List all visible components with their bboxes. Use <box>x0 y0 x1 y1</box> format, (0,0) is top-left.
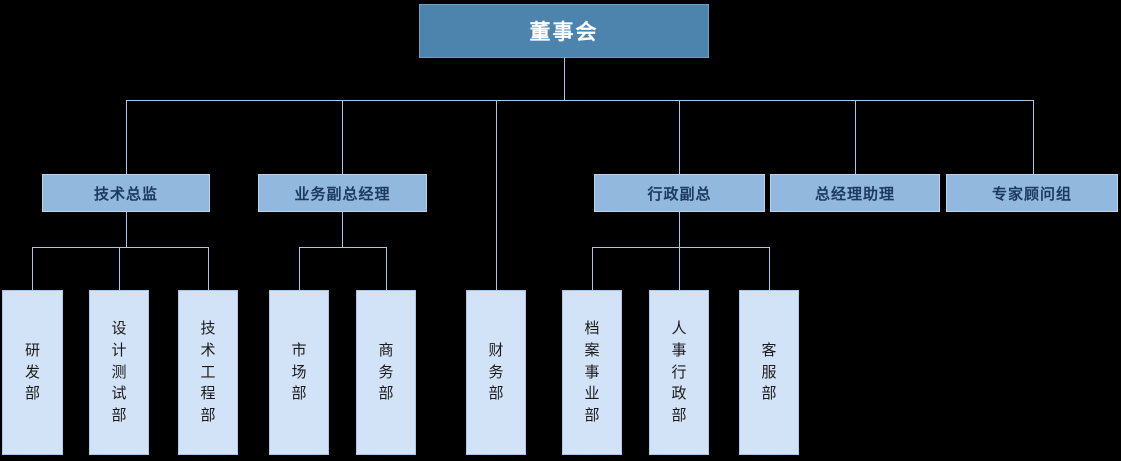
connector-to-design-test <box>119 247 120 290</box>
connector-bus-to-expert-group <box>1033 100 1034 174</box>
connector-to-rd-dept <box>32 247 33 290</box>
node-label: 客服部 <box>761 340 777 403</box>
connector-to-service-dept <box>769 247 770 290</box>
node-tech-eng[interactable]: 技术工程部 <box>178 290 238 455</box>
connector-bus-to-tech-director <box>126 100 127 174</box>
node-service-dept[interactable]: 客服部 <box>739 290 799 455</box>
connector-to-tech-eng <box>208 247 209 290</box>
node-label: 技术总监 <box>93 184 158 203</box>
connector-to-archive-div <box>592 247 593 290</box>
node-label: 董事会 <box>529 20 599 44</box>
node-gm-assistant[interactable]: 总经理助理 <box>770 174 940 212</box>
connector-bus-to-admin-vp <box>679 100 680 174</box>
connector-admin-vp-stem <box>679 212 680 247</box>
connector-to-business-dept <box>386 247 387 290</box>
node-label: 人事行政部 <box>671 319 687 425</box>
node-label: 业务副总经理 <box>294 184 391 203</box>
connector-bus-to-finance-dept <box>496 100 497 290</box>
node-rd-dept[interactable]: 研发部 <box>2 290 63 455</box>
node-biz-vp[interactable]: 业务副总经理 <box>258 174 427 212</box>
connector-to-hr-admin <box>679 247 680 290</box>
connector-biz-vp-stem <box>342 212 343 247</box>
node-label: 商务部 <box>378 340 394 403</box>
node-board-of-directors[interactable]: 董事会 <box>419 4 709 58</box>
node-admin-vp[interactable]: 行政副总 <box>594 174 765 212</box>
node-label: 技术工程部 <box>200 319 216 425</box>
connector-bus-to-biz-vp <box>342 100 343 174</box>
node-market-dept[interactable]: 市场部 <box>269 290 329 455</box>
node-label: 设计测试部 <box>111 319 127 425</box>
connector-root-stem <box>564 58 565 100</box>
connector-to-market-dept <box>299 247 300 290</box>
node-label: 总经理助理 <box>814 184 895 203</box>
connector-biz-vp-bus <box>299 247 386 248</box>
node-label: 研发部 <box>24 340 40 403</box>
node-label: 专家顾问组 <box>991 184 1072 203</box>
connector-bus-to-gm-assistant <box>855 100 856 174</box>
connector-tech-director-bus <box>32 247 209 248</box>
connector-tech-director-stem <box>126 212 127 247</box>
connector-admin-vp-bus <box>592 247 770 248</box>
node-archive-div[interactable]: 档案事业部 <box>562 290 622 455</box>
node-label: 财务部 <box>488 340 504 403</box>
node-expert-group[interactable]: 专家顾问组 <box>946 174 1118 212</box>
node-design-test[interactable]: 设计测试部 <box>89 290 149 455</box>
node-hr-admin[interactable]: 人事行政部 <box>649 290 709 455</box>
node-label: 行政副总 <box>647 184 712 203</box>
connector-main-bus <box>126 100 1034 101</box>
node-label: 档案事业部 <box>584 319 600 425</box>
node-label: 市场部 <box>291 340 307 403</box>
node-business-dept[interactable]: 商务部 <box>356 290 416 455</box>
node-tech-director[interactable]: 技术总监 <box>42 174 210 212</box>
node-finance-dept[interactable]: 财务部 <box>466 290 526 455</box>
